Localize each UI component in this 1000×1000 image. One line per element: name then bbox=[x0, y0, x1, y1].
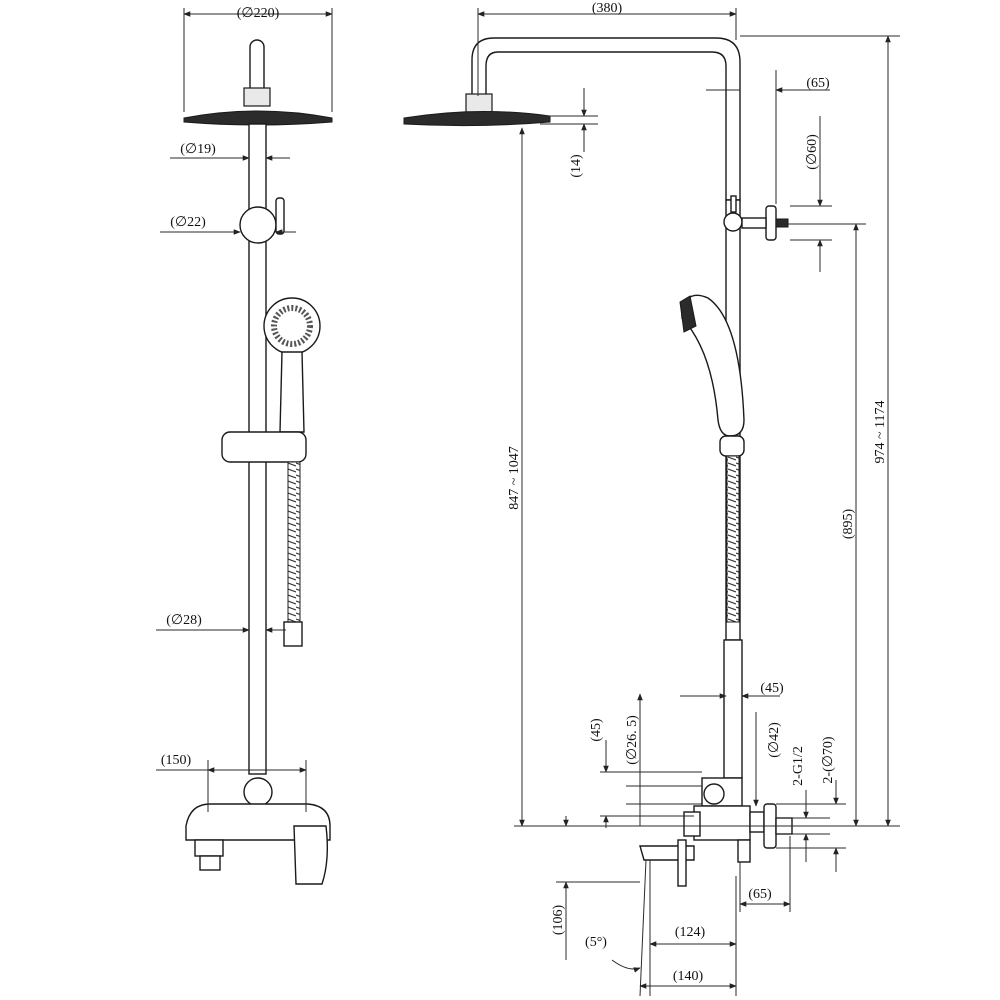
front-shower-hose bbox=[287, 461, 301, 623]
dim-offset-45-side: (45) bbox=[589, 718, 604, 742]
side-wall-rose bbox=[765, 205, 777, 241]
front-head-connector bbox=[243, 87, 271, 107]
side-inlet-nut bbox=[749, 811, 765, 833]
side-rain-head bbox=[403, 110, 551, 127]
dim-head-diameter: (∅220) bbox=[237, 6, 280, 21]
side-wall-bolt bbox=[775, 218, 789, 228]
side-body-foot bbox=[737, 839, 751, 863]
side-bar-joint bbox=[723, 212, 743, 232]
side-slide-holder bbox=[719, 435, 745, 457]
front-spout-outlet bbox=[194, 839, 224, 857]
side-lever-base bbox=[683, 811, 701, 837]
side-joint-pin bbox=[730, 195, 737, 213]
dim-connection-g12: 2-G1/2 bbox=[791, 746, 806, 786]
dim-diameter-42: (∅42) bbox=[767, 722, 782, 758]
dim-diameter-26-5: (∅26. 5) bbox=[625, 715, 640, 765]
front-mixer-lever bbox=[293, 825, 329, 885]
front-hose-end bbox=[283, 621, 303, 647]
side-view: (380) (65) (∅60) (14) 847 ~ 1047 974 ~ 1… bbox=[403, 1, 900, 997]
front-hand-shower-handle bbox=[279, 351, 305, 433]
side-head-connector bbox=[465, 93, 493, 113]
front-bar-joint bbox=[239, 206, 277, 244]
dim-spout-140: (140) bbox=[673, 969, 704, 984]
front-slide-holder bbox=[221, 431, 307, 463]
dim-offset-65-bottom: (65) bbox=[748, 887, 772, 902]
dim-spout-106: (106) bbox=[551, 905, 566, 936]
dim-connection-d70: 2-(∅70) bbox=[821, 736, 836, 784]
side-wall-bracket bbox=[741, 217, 767, 229]
dim-tube-diameter-28: (∅28) bbox=[166, 613, 202, 628]
front-spout-nozzle bbox=[199, 855, 221, 871]
dim-height-range-1: 847 ~ 1047 bbox=[507, 446, 522, 510]
side-mixer-lever bbox=[677, 839, 687, 887]
front-view: (∅220) (∅19) (∅22) (∅28) (150) bbox=[156, 6, 333, 885]
side-lower-tube bbox=[723, 639, 743, 779]
dim-offset-65-top: (65) bbox=[806, 76, 830, 91]
side-shower-hose bbox=[726, 455, 740, 623]
dim-bar-diameter-19: (∅19) bbox=[180, 142, 216, 157]
side-mixer-body bbox=[693, 805, 751, 841]
dim-head-thickness: (14) bbox=[569, 154, 584, 178]
dim-spout-124: (124) bbox=[675, 925, 706, 940]
dim-rose-diameter: (∅60) bbox=[805, 134, 820, 170]
front-rain-head bbox=[183, 110, 333, 126]
dim-offset-45-top: (45) bbox=[760, 681, 784, 696]
front-lower-joint bbox=[243, 777, 273, 807]
side-hand-shower bbox=[681, 294, 745, 437]
dim-height-895: (895) bbox=[841, 509, 856, 540]
front-hand-shower-nozzles bbox=[271, 305, 313, 347]
dim-centers-150: (150) bbox=[161, 753, 192, 768]
side-diverter-knob bbox=[703, 783, 725, 805]
dim-bar-diameter-22: (∅22) bbox=[170, 215, 206, 230]
dim-height-range-2: 974 ~ 1174 bbox=[873, 400, 888, 463]
dim-arm-reach: (380) bbox=[592, 1, 623, 16]
front-joint-knob bbox=[275, 197, 285, 235]
dim-angle-5: (5°) bbox=[585, 935, 607, 950]
side-hand-shower-face bbox=[679, 295, 697, 333]
